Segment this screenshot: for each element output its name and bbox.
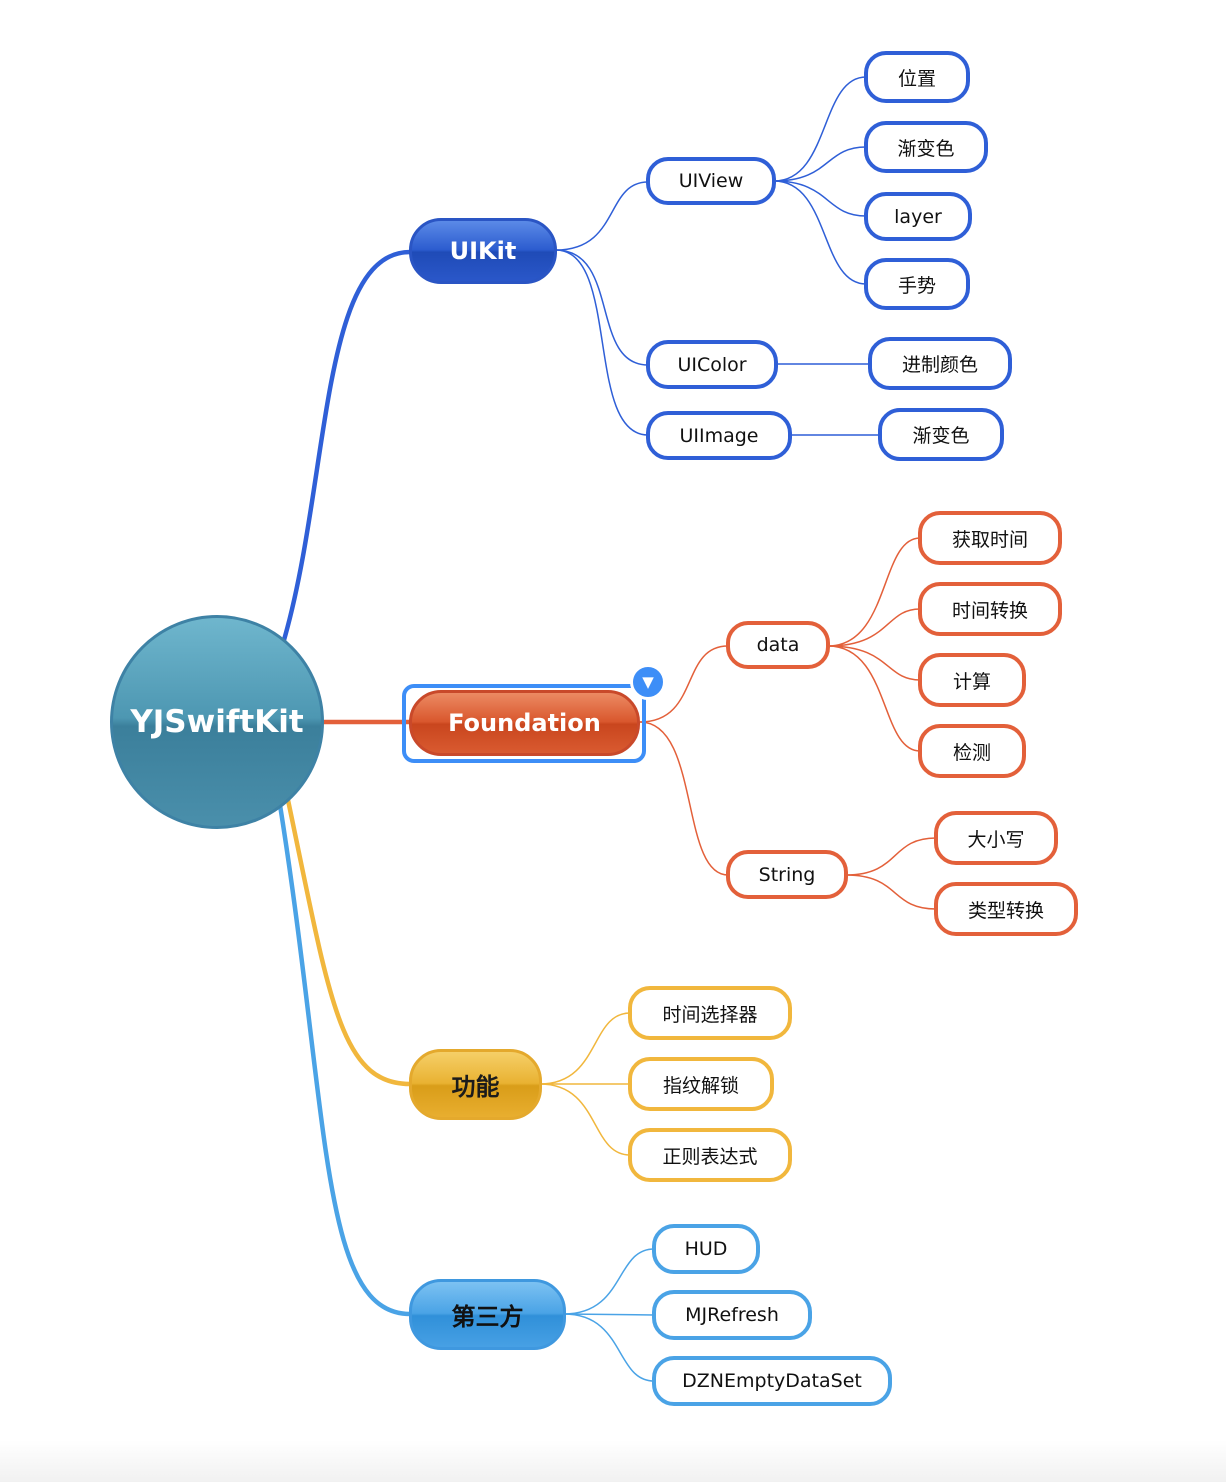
topic-get-time[interactable]: 获取时间 bbox=[918, 511, 1062, 565]
topic-image-gradient-label: 渐变色 bbox=[912, 425, 970, 447]
topic-hud-label: HUD bbox=[684, 1238, 728, 1260]
selection-frame bbox=[402, 684, 646, 763]
branch-function-label: 功能 bbox=[451, 1073, 500, 1101]
topic-data[interactable]: data bbox=[726, 621, 830, 669]
topic-layer-label: layer bbox=[894, 205, 942, 228]
topic-layer[interactable]: layer bbox=[864, 192, 972, 241]
topic-type-convert[interactable]: 类型转换 bbox=[934, 882, 1078, 936]
branch-third-party-label: 第三方 bbox=[451, 1303, 524, 1331]
root-topic[interactable]: YJSwiftKit bbox=[110, 615, 324, 829]
topic-detect-label: 检测 bbox=[952, 741, 991, 764]
topic-regex-label: 正则表达式 bbox=[662, 1145, 758, 1168]
branch-uikit[interactable]: UIKit bbox=[409, 218, 557, 284]
topic-get-time-label: 获取时间 bbox=[951, 528, 1028, 551]
topic-regex[interactable]: 正则表达式 bbox=[628, 1128, 792, 1182]
topic-position[interactable]: 位置 bbox=[864, 51, 970, 103]
topic-hud[interactable]: HUD bbox=[652, 1224, 760, 1274]
topic-dznemptydataset-label: DZNEmptyDataSet bbox=[682, 1370, 862, 1392]
topic-string[interactable]: String bbox=[726, 850, 848, 899]
branch-third-party[interactable]: 第三方 bbox=[409, 1279, 566, 1350]
topic-fingerprint-label: 指纹解锁 bbox=[662, 1074, 739, 1097]
topic-time-picker[interactable]: 时间选择器 bbox=[628, 986, 792, 1040]
topic-uicolor-label: UIColor bbox=[677, 353, 747, 376]
topic-dznemptydataset[interactable]: DZNEmptyDataSet bbox=[652, 1356, 892, 1406]
topic-gradient[interactable]: 渐变色 bbox=[864, 121, 988, 173]
topic-image-gradient[interactable]: 渐变色 bbox=[878, 408, 1004, 461]
topic-gesture-label: 手势 bbox=[897, 274, 936, 297]
topic-gradient-label: 渐变色 bbox=[897, 137, 955, 160]
branch-uikit-label: UIKit bbox=[449, 237, 517, 265]
topic-uiimage[interactable]: UIImage bbox=[646, 411, 792, 460]
topic-detect[interactable]: 检测 bbox=[918, 724, 1026, 778]
topic-uiimage-label: UIImage bbox=[679, 424, 759, 447]
topic-gesture[interactable]: 手势 bbox=[864, 258, 970, 310]
topic-mjrefresh[interactable]: MJRefresh bbox=[652, 1290, 812, 1340]
branch-function[interactable]: 功能 bbox=[409, 1049, 542, 1120]
topic-calculate-label: 计算 bbox=[952, 670, 991, 693]
topic-time-picker-label: 时间选择器 bbox=[662, 1003, 758, 1026]
topic-hex-color[interactable]: 进制颜色 bbox=[868, 337, 1012, 390]
topic-uiview-label: UIView bbox=[678, 170, 744, 192]
topic-data-label: data bbox=[756, 634, 800, 656]
topic-case[interactable]: 大小写 bbox=[934, 811, 1058, 865]
topic-uicolor[interactable]: UIColor bbox=[646, 340, 778, 389]
topic-string-label: String bbox=[758, 863, 816, 886]
root-label: YJSwiftKit bbox=[130, 704, 304, 740]
topic-calculate[interactable]: 计算 bbox=[918, 653, 1026, 707]
topic-time-convert[interactable]: 时间转换 bbox=[918, 582, 1062, 636]
topic-mjrefresh-label: MJRefresh bbox=[685, 1304, 779, 1326]
bottom-shade bbox=[0, 1440, 1226, 1482]
topic-case-label: 大小写 bbox=[967, 828, 1025, 851]
branch-foundation-label: Foundation bbox=[448, 709, 601, 737]
topic-hex-color-label: 进制颜色 bbox=[901, 354, 978, 376]
topic-type-convert-label: 类型转换 bbox=[967, 899, 1044, 922]
topic-fingerprint[interactable]: 指纹解锁 bbox=[628, 1057, 774, 1111]
topic-position-label: 位置 bbox=[897, 67, 936, 90]
branch-foundation[interactable]: Foundation bbox=[409, 690, 640, 756]
collapse-triangle-icon[interactable]: ▼ bbox=[630, 664, 666, 700]
topic-uiview[interactable]: UIView bbox=[646, 157, 776, 205]
topic-time-convert-label: 时间转换 bbox=[951, 599, 1028, 622]
